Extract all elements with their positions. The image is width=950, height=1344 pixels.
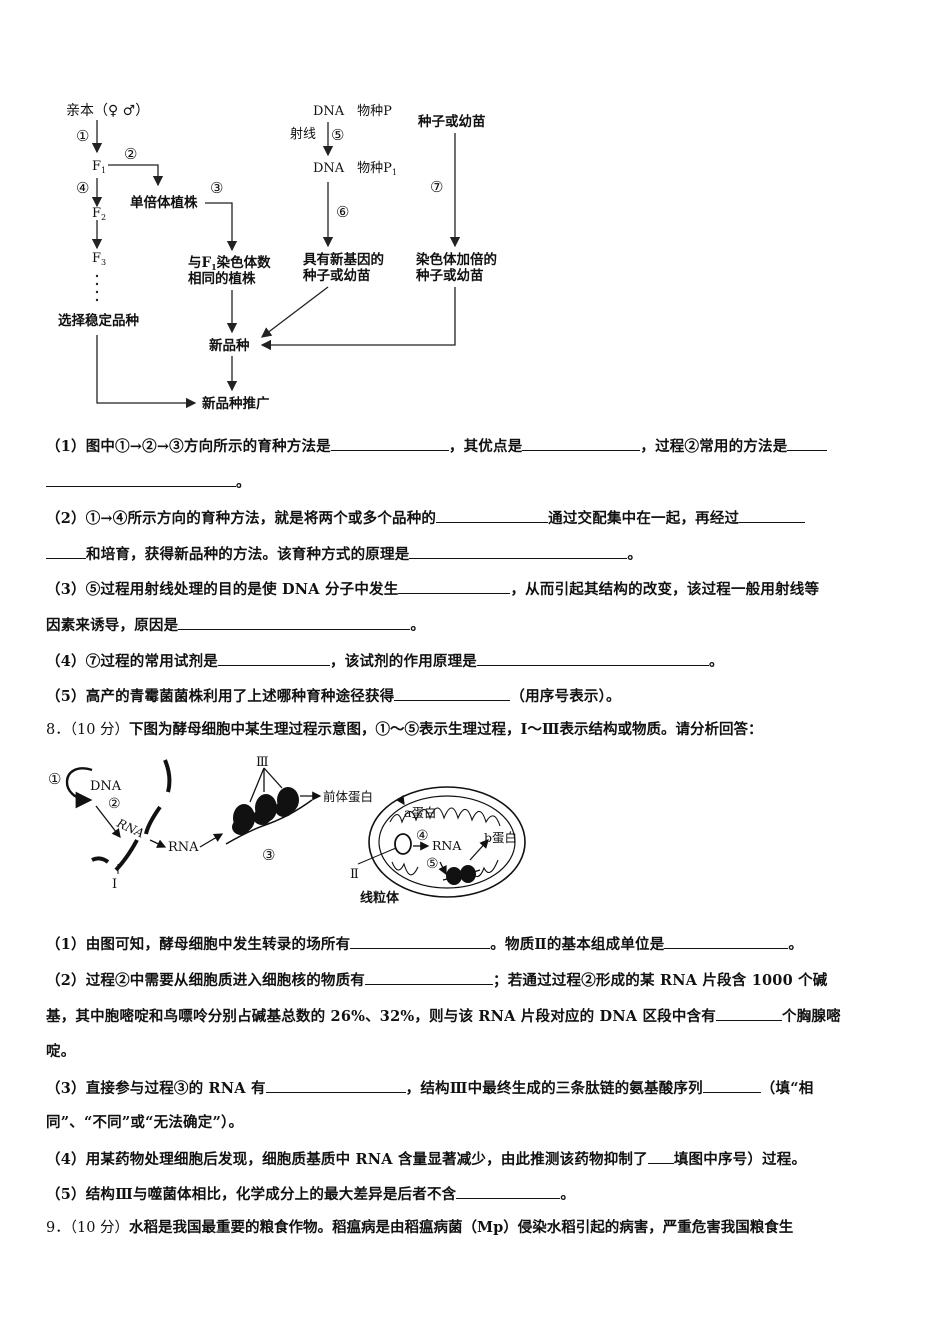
circle-3-marker: ③ [262,846,275,864]
q8-part3-line2: 同”、“不同”或“无法确定”）。 [46,1114,244,1131]
f2-label: F2 [92,206,106,222]
answer-blank[interactable] [350,934,491,949]
roman-1-label: Ⅰ [112,877,117,892]
new-variety-label: 新品种 [209,337,250,354]
doubled-label-1: 染色体加倍的 [416,251,497,268]
circle-4-marker: ④ [416,828,429,844]
answer-blank[interactable] [330,436,449,451]
precursor-label: 前体蛋白 [323,789,373,804]
answer-blank[interactable] [522,436,641,451]
step-2-marker: ② [124,145,137,163]
q7-part2-line2: 和培育，获得新品种的方法。该育种方式的原理是。 [46,544,904,565]
dna-p1-label: DNA 物种P1 [313,161,397,177]
f3-label: F3 [92,251,106,267]
breeding-diagram: 亲本（♀ ♂） ① F1 ② ④ F2 F3 单倍体植株 ③ 与F1染色体数 相… [58,103,497,412]
q8-part2-line3: 啶。 [46,1043,76,1060]
q8-part1: （1）由图可知，酵母细胞中发生转录的场所有。物质Ⅱ的基本组成单位是。 [46,934,804,953]
q7-part1-line2: 。 [46,472,904,493]
new-gene-label-1: 具有新基因的 [302,251,384,268]
step-3-marker: ③ [210,179,223,197]
q8-part3-line1: （3）直接参与过程③的 RNA 有，结构Ⅲ中最终生成的三条肽链的氨基酸序列（填“… [46,1078,814,1097]
dna-p-label: DNA 物种P [313,104,392,119]
answer-blank[interactable] [265,1078,406,1093]
q8-part5: （5）结构Ⅲ与噬菌体相比，化学成分上的最大差异是后者不含。 [46,1184,576,1203]
b-protein-label: b蛋白 [484,830,517,845]
step-5-marker: ⑤ [331,126,344,144]
q8-part2-line1: （2）过程②中需要从细胞质进入细胞核的物质有；若通过过程②形成的某 RNA 片段… [46,970,828,989]
answer-blank[interactable] [409,544,628,559]
q7-part3-line1: （3）⑤过程用射线处理的目的是使 DNA 分子中发生，从而引起其结构的改变，该过… [46,579,820,598]
yeast-process-diagram: ① DNA ② RNA Ⅰ RNA Ⅲ ③ 前体蛋白 a蛋白 ④ RNA ⑤ b [48,755,526,906]
rna-curved-label: RNA [114,816,147,841]
haploid-label: 单倍体植株 [130,194,198,211]
step-1-marker: ① [76,127,89,145]
f1-label: F1 [92,159,106,175]
q7-part4: （4）⑦过程的常用试剂是，该试剂的作用原理是。 [46,651,724,670]
same-chrom-label-1: 与F1染色体数 [188,254,271,272]
answer-blank[interactable] [365,970,493,985]
roman-2-label: Ⅱ [350,867,359,882]
step-4-marker: ④ [76,179,89,197]
answer-blank[interactable] [787,436,828,451]
answer-blank[interactable] [398,579,511,594]
answer-blank[interactable] [715,1006,782,1021]
q7-part5: （5）高产的青霉菌菌株利用了上述哪种育种途径获得（用序号表示）。 [46,686,621,705]
answer-blank[interactable] [46,544,86,559]
answer-blank[interactable] [739,508,806,523]
answer-blank[interactable] [218,651,330,666]
dna-label: DNA [90,779,122,794]
step-6-marker: ⑥ [336,203,349,221]
answer-blank[interactable] [664,934,789,949]
circle-5-marker: ⑤ [426,856,439,872]
q7-part1-line1: （1）图中①→②→③方向所示的育种方法是，其优点是，过程②常用的方法是 [46,436,904,457]
new-gene-label-2: 种子或幼苗 [302,267,371,284]
seed-label: 种子或幼苗 [417,113,486,130]
circle-2-marker: ② [108,796,121,812]
q7-part3-line2: 因素来诱导，原因是。 [46,615,426,634]
promotion-label: 新品种推广 [202,395,270,412]
step-7-marker: ⑦ [430,178,443,196]
q9-stem: 9．（10 分）水稻是我国最重要的粮食作物。稻瘟病是由稻瘟病菌（Mp）侵染水稻引… [46,1219,794,1236]
rna-label-2: RNA [432,838,462,853]
a-protein-label: a蛋白 [404,805,436,820]
radiation-label: 射线 [290,126,316,142]
circle-1-marker: ① [48,770,61,788]
q8-part4: （4）用某药物处理细胞后发现，细胞质基质中 RNA 含量显著减少，由此推测该药物… [46,1149,807,1168]
answer-blank[interactable] [647,1149,674,1164]
answer-blank[interactable] [46,472,236,487]
answer-blank[interactable] [178,615,411,630]
q7-part2-line1: （2）①→④所示方向的育种方法，就是将两个或多个品种的通过交配集中在一起，再经过 [46,508,904,529]
answer-blank[interactable] [702,1078,761,1093]
select-stable-label: 选择稳定品种 [58,312,139,329]
same-chrom-label-2: 相同的植株 [188,270,256,287]
q8-stem: 8．（10 分）下图为酵母细胞中某生理过程示意图，①～⑤表示生理过程，Ⅰ～Ⅲ表示… [46,721,763,738]
answer-blank[interactable] [456,1184,561,1199]
q8-part2-line2: 基，其中胞嘧啶和鸟嘌呤分别占碱基总数的 26%、32%，则与该 RNA 片段对应… [46,1006,841,1025]
answer-blank[interactable] [436,508,549,523]
answer-blank[interactable] [394,686,511,701]
parent-label: 亲本（♀ ♂） [66,103,149,119]
rna-label-1: RNA [168,840,199,855]
roman-3-label: Ⅲ [256,755,269,770]
doubled-label-2: 种子或幼苗 [415,267,484,284]
answer-blank[interactable] [477,651,709,666]
mitochondrion-label: 线粒体 [360,890,400,906]
